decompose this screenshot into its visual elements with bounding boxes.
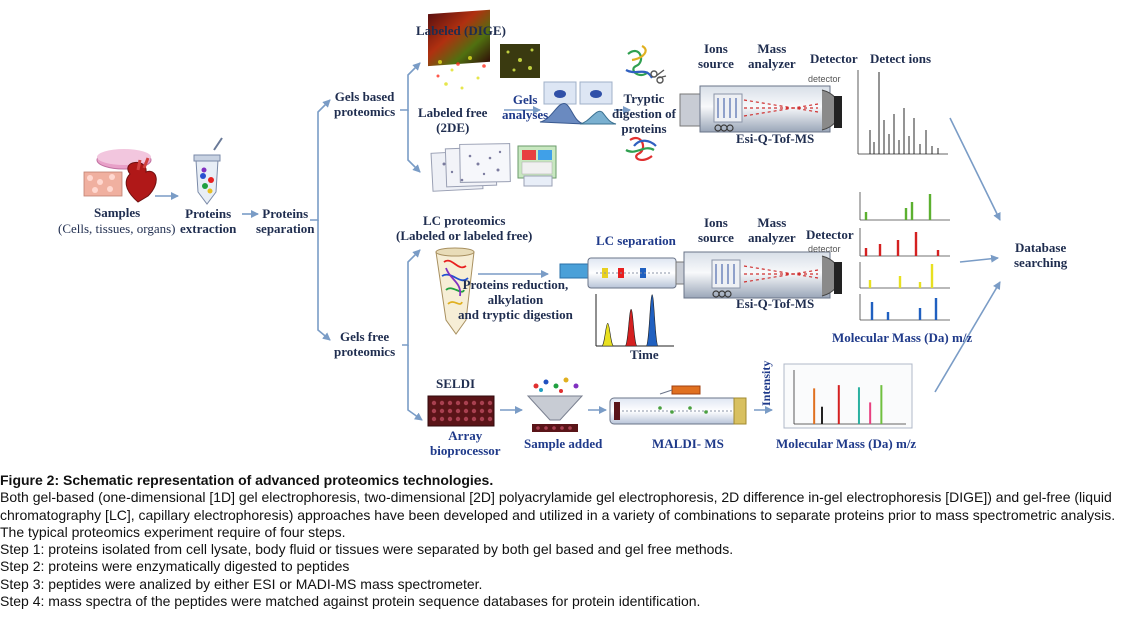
label-detect-ions: Detect ions <box>870 51 932 66</box>
label-ions-source: Ions source <box>698 41 734 71</box>
array-spot <box>447 408 453 414</box>
label-esi-q-tof-1: Esi-Q-Tof-MS <box>736 131 815 146</box>
array-spot <box>471 400 477 406</box>
lc-column <box>559 257 689 289</box>
array-spot <box>455 400 461 406</box>
array-spot <box>479 400 485 406</box>
caption-step-3: Step 3: peptides were analized by either… <box>0 575 483 592</box>
label-detector: Detector <box>810 51 858 66</box>
caption-title: Figure 2: Schematic representation of ad… <box>0 472 494 488</box>
array-spot <box>471 408 477 414</box>
caption-step-4: Step 4: mass spectra of the peptides wer… <box>0 593 701 610</box>
array-spot <box>463 400 469 406</box>
lc-ms-spectra <box>859 192 950 321</box>
label-samples: Samples <box>94 205 141 220</box>
caption-step-1: Step 1: proteins isolated from cell lysa… <box>0 541 734 558</box>
array-spot <box>479 416 485 422</box>
array-spot <box>431 400 437 406</box>
label-detector-2: Detector <box>806 227 854 242</box>
array-spot <box>487 408 493 414</box>
label-lc-proteomics: LC proteomics (Labeled or labeled free) <box>396 213 533 243</box>
label-lc-separation: LC separation <box>596 233 676 248</box>
array-spot <box>431 416 437 422</box>
array-spot <box>479 408 485 414</box>
array-spot <box>463 408 469 414</box>
label-detector-small-1: detector <box>808 74 841 84</box>
label-molecular-mass-2: Molecular Mass (Da) m/z <box>776 436 917 451</box>
lc-sample-tube <box>435 247 475 335</box>
label-sample-added: Sample added <box>524 436 603 451</box>
caption-body: Both gel-based (one-dimensional [1D] gel… <box>0 489 1116 540</box>
lc-peak-2 <box>624 308 638 347</box>
label-database-searching: Database searching <box>1014 240 1068 270</box>
label-seldi: SELDI <box>436 376 476 391</box>
tryptic-digestion-icons <box>625 45 667 162</box>
array-spot <box>439 408 445 414</box>
label-samples-sub: (Cells, tissues, organs) <box>58 221 176 236</box>
arrow-to-gels-free <box>317 220 331 341</box>
arrow-to-2de <box>407 110 421 173</box>
label-proteins-separation: Proteins separation <box>256 206 315 236</box>
label-gels-free: Gels free proteomics <box>334 329 396 359</box>
samples-illustration <box>83 149 157 203</box>
seldi-array <box>427 395 495 427</box>
detect-ions-spectrum <box>857 70 948 155</box>
label-array-bioprocessor: Array bioprocessor <box>430 428 501 458</box>
extraction-tube <box>193 137 223 205</box>
label-molecular-mass-1: Molecular Mass (Da) m/z <box>832 330 973 345</box>
dige-gel-images <box>428 9 540 90</box>
array-spot <box>431 408 437 414</box>
esi-instrument-1 <box>679 85 842 133</box>
array-spot <box>487 400 493 406</box>
arrow-ms2-to-db <box>959 254 999 263</box>
label-labeled-free-2de: Labeled free (2DE) <box>418 105 488 135</box>
label-gels-analyses: Gels analyses <box>502 92 549 122</box>
array-spot <box>487 416 493 422</box>
diagram-artwork <box>83 9 1001 432</box>
array-spot <box>439 400 445 406</box>
array-spot <box>455 416 461 422</box>
sample-added-icon <box>526 377 584 432</box>
maldi-spectrum <box>783 363 913 429</box>
lc-peak-1 <box>601 323 614 347</box>
arrow-to-lc <box>402 249 421 346</box>
label-esi-q-tof-2: Esi-Q-Tof-MS <box>736 296 815 311</box>
label-mass-analyzer: Mass analyzer <box>748 41 796 71</box>
figure-caption: Figure 2: Schematic representation of ad… <box>0 472 1130 610</box>
label-maldi-ms: MALDI- MS <box>652 436 724 451</box>
2de-gel-stack <box>430 143 557 192</box>
array-spot <box>439 416 445 422</box>
label-detector-small-2: detector <box>808 244 841 254</box>
label-ions-source-2: Ions source <box>698 215 734 245</box>
arrow-to-gels-based <box>310 99 331 221</box>
arrow-to-dige <box>400 62 421 111</box>
label-reduction: Proteins reduction, alkylation and trypt… <box>458 277 573 322</box>
label-intensity: Intensity <box>759 360 773 406</box>
gel-analyses-images <box>539 81 617 125</box>
flow-arrows <box>155 62 1001 421</box>
label-gels-based: Gels based proteomics <box>334 89 396 119</box>
label-labeled-dige: Labeled (DIGE) <box>416 23 506 38</box>
arrow-ms1-to-db <box>949 117 1001 221</box>
array-spot <box>463 416 469 422</box>
label-proteins-extraction: Proteins extraction <box>180 206 237 236</box>
esi-instrument-2 <box>683 251 842 299</box>
array-spot <box>447 400 453 406</box>
arrow-to-seldi <box>407 345 423 421</box>
maldi-tube <box>609 385 747 425</box>
caption-step-2: Step 2: proteins were enzymatically dige… <box>0 558 350 575</box>
array-spot <box>455 408 461 414</box>
label-tryptic-digestion: Tryptic digestion of proteins <box>612 91 676 136</box>
lc-chromatogram <box>595 294 674 347</box>
arrow-ms3-to-db <box>934 281 1001 393</box>
label-mass-analyzer-2: Mass analyzer <box>748 215 796 245</box>
scissors-icon <box>650 69 667 84</box>
array-spot <box>447 416 453 422</box>
label-time: Time <box>630 347 659 362</box>
array-spot <box>471 416 477 422</box>
lc-peak-3 <box>645 294 659 347</box>
